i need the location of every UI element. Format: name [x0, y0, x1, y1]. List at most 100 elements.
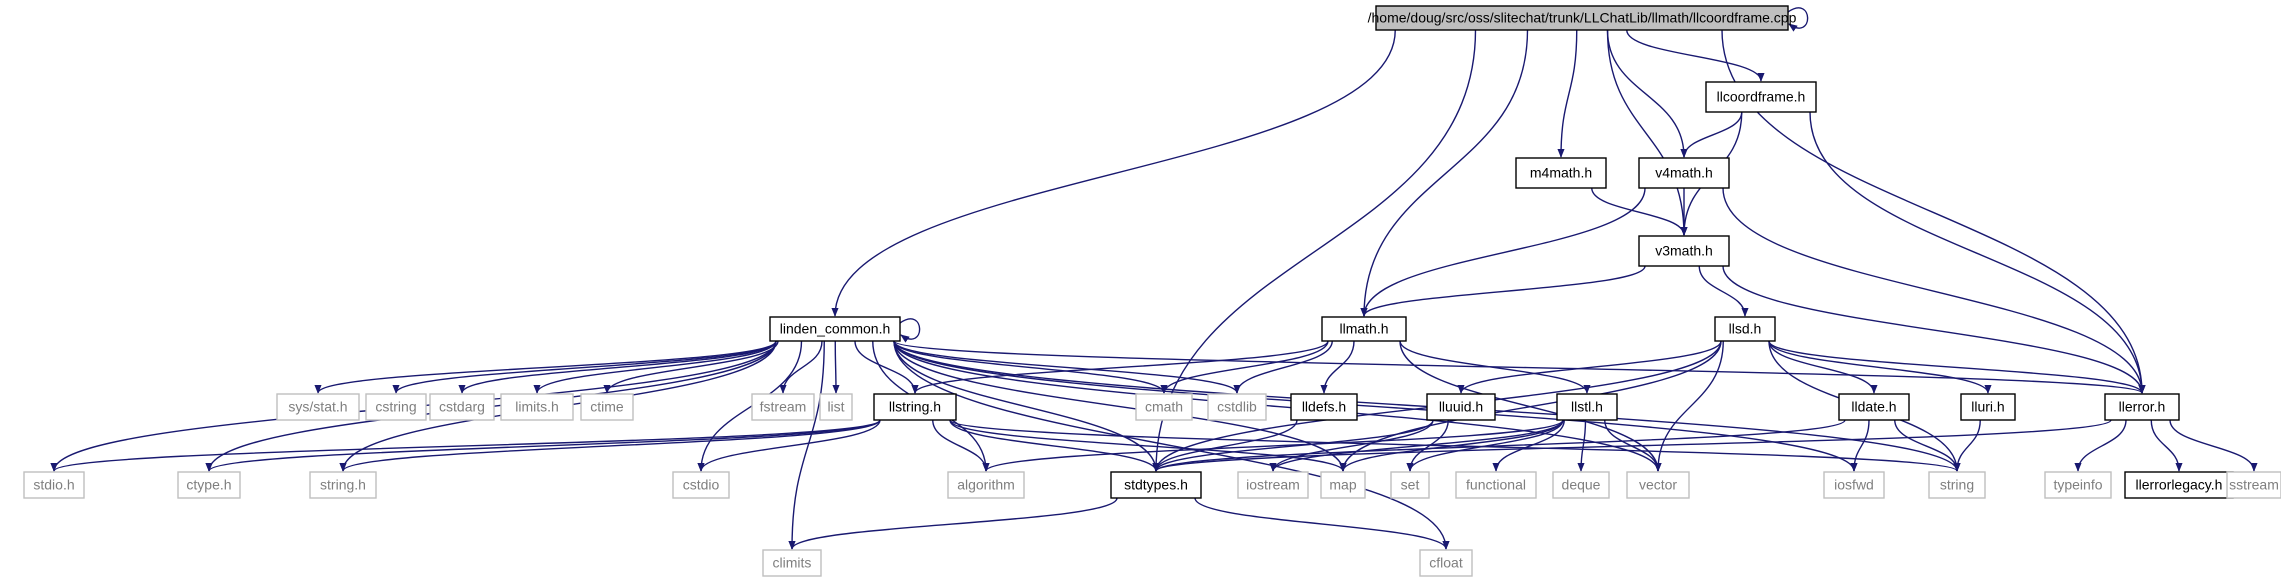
- node-sys-stat-h: sys/stat.h: [276, 393, 360, 421]
- node-box-set: [1390, 471, 1430, 499]
- edge-llsd-h-to-map: [1339, 340, 1722, 472]
- edge-llsd-h-to-lldate-h: [1768, 340, 1878, 394]
- node-ctype-h: ctype.h: [177, 471, 241, 499]
- node-box-llerrorlegacy-h: [2124, 471, 2234, 499]
- edge-m4math-h-to-v3math-h: [1591, 187, 1688, 236]
- edge-linden-common-h-to-linden-common-h: [899, 318, 921, 343]
- node-list: list: [819, 393, 853, 421]
- node-box-iostream: [1237, 471, 1309, 499]
- node-llerrorlegacy-h[interactable]: llerrorlegacy.h: [2124, 471, 2234, 499]
- edge-llmath-h-to-lldefs-h: [1320, 340, 1355, 394]
- node-llsd-h[interactable]: llsd.h: [1714, 316, 1776, 342]
- edge-linden-common-h-to-cfloat: [893, 340, 1450, 550]
- node-box-functional: [1455, 471, 1537, 499]
- edge-linden-common-h-to-cstdarg: [458, 340, 777, 394]
- node-v3math-h[interactable]: v3math.h: [1638, 235, 1730, 267]
- edge-lluuid-h-to-iostream: [1269, 419, 1434, 472]
- node-box-vector: [1626, 471, 1690, 499]
- edge-v3math-h-to-llmath-h: [1360, 265, 1646, 317]
- node-box-sstream: [2226, 471, 2281, 499]
- edge-lldate-h-to-string: [1894, 419, 1961, 472]
- node-label-set: set: [1401, 477, 1420, 493]
- node-box-llcoordframe-h: [1705, 81, 1817, 113]
- edge-v4math-h-to-llerror-h: [1722, 187, 2146, 394]
- node-label-llstl-h: llstl.h: [1571, 399, 1603, 415]
- graph-nodes: /home/doug/src/oss/slitechat/trunk/LLCha…: [23, 5, 2281, 577]
- node-string: string: [1928, 471, 1986, 499]
- node-string-h: string.h: [309, 471, 377, 499]
- edge-llstl-h-to-algorithm: [982, 419, 1564, 472]
- node-algorithm: algorithm: [947, 471, 1025, 499]
- edge-llsd-h-to-lluri-h: [1768, 340, 1992, 394]
- node-label-map: map: [1329, 477, 1356, 493]
- node-typeinfo: typeinfo: [2044, 471, 2112, 499]
- edge-llstring-h-to-cstdio: [697, 419, 881, 472]
- node-lluuid-h[interactable]: lluuid.h: [1426, 393, 1496, 421]
- node-root[interactable]: /home/doug/src/oss/slitechat/trunk/LLCha…: [1368, 5, 1797, 31]
- node-label-cfloat: cfloat: [1429, 555, 1463, 571]
- node-stdio-h: stdio.h: [23, 471, 85, 499]
- node-box-cstdio: [672, 471, 730, 499]
- node-label-deque: deque: [1562, 477, 1601, 493]
- node-llstring-h[interactable]: llstring.h: [873, 393, 957, 421]
- node-lluri-h[interactable]: lluri.h: [1960, 393, 2016, 421]
- edge-root-to-llmath-h: [1360, 29, 1529, 317]
- node-functional: functional: [1455, 471, 1537, 499]
- node-label-stdio-h: stdio.h: [33, 477, 74, 493]
- node-map: map: [1320, 471, 1366, 499]
- node-label-llmath-h: llmath.h: [1339, 321, 1388, 337]
- node-llerror-h[interactable]: llerror.h: [2104, 393, 2180, 421]
- node-climits: climits: [762, 549, 822, 577]
- edge-linden-common-h-to-cstdlib: [893, 340, 1241, 394]
- node-label-lluuid-h: lluuid.h: [1439, 399, 1483, 415]
- node-box-ctime: [580, 393, 634, 421]
- node-box-cmath: [1135, 393, 1193, 421]
- node-label-iosfwd: iosfwd: [1834, 477, 1874, 493]
- node-label-list: list: [827, 399, 844, 415]
- edge-linden-common-h-to-stdtypes-h: [893, 340, 1160, 472]
- edge-llmath-h-to-llstring-h: [911, 340, 1329, 394]
- node-cfloat: cfloat: [1419, 549, 1473, 577]
- edge-linden-common-h-to-cmath: [893, 340, 1168, 394]
- node-label-stdtypes-h: stdtypes.h: [1124, 477, 1188, 493]
- node-box-lldefs-h: [1290, 393, 1358, 421]
- edge-llstl-h-to-functional: [1492, 419, 1565, 472]
- node-stdtypes-h[interactable]: stdtypes.h: [1110, 471, 1202, 499]
- node-lldate-h[interactable]: lldate.h: [1838, 393, 1910, 421]
- node-set: set: [1390, 471, 1430, 499]
- edge-stdtypes-h-to-cfloat: [1194, 497, 1450, 550]
- node-box-stdio-h: [23, 471, 85, 499]
- node-v4math-h[interactable]: v4math.h: [1638, 157, 1730, 189]
- edge-llmath-h-to-cmath: [1160, 340, 1329, 394]
- edge-llstring-h-to-map: [949, 419, 1347, 472]
- node-box-stdtypes-h: [1110, 471, 1202, 499]
- node-label-cstdlib: cstdlib: [1217, 399, 1257, 415]
- node-m4math-h[interactable]: m4math.h: [1515, 157, 1607, 189]
- node-box-cfloat: [1419, 549, 1473, 577]
- edge-root-to-v3math-h: [1606, 29, 1688, 236]
- edge-v3math-h-to-llerror-h: [1722, 265, 2146, 394]
- edge-llstl-h-to-deque: [1577, 419, 1587, 472]
- node-llcoordframe-h[interactable]: llcoordframe.h: [1705, 81, 1817, 113]
- node-label-string-h: string.h: [320, 477, 366, 493]
- node-label-lldefs-h: lldefs.h: [1302, 399, 1346, 415]
- node-lldefs-h[interactable]: lldefs.h: [1290, 393, 1358, 421]
- edge-linden-common-h-to-list: [832, 340, 840, 394]
- node-llmath-h[interactable]: llmath.h: [1321, 316, 1407, 342]
- edge-linden-common-h-to-limits-h: [533, 340, 777, 394]
- node-label-algorithm: algorithm: [957, 477, 1015, 493]
- node-label-iostream: iostream: [1246, 477, 1300, 493]
- edge-llstl-h-to-iostream: [1269, 419, 1564, 472]
- edge-llstl-h-to-map: [1339, 419, 1564, 472]
- edge-linden-common-h-to-fstream: [779, 340, 823, 394]
- node-ctime: ctime: [580, 393, 634, 421]
- node-box-cstdarg: [429, 393, 495, 421]
- node-label-cstdarg: cstdarg: [439, 399, 485, 415]
- edge-linden-common-h-to-llerror-h: [893, 340, 2146, 394]
- node-box-ctype-h: [177, 471, 241, 499]
- node-limits-h: limits.h: [500, 393, 574, 421]
- edge-llstring-h-to-string-h: [339, 419, 881, 472]
- node-linden-common-h[interactable]: linden_common.h: [769, 316, 901, 342]
- node-llstl-h[interactable]: llstl.h: [1556, 393, 1618, 421]
